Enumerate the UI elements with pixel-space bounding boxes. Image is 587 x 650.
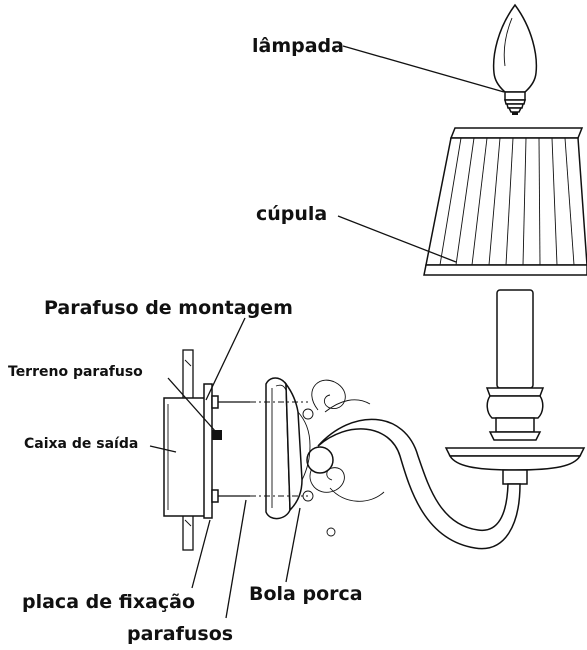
bulb: [492, 3, 538, 115]
label-caixa-saida: Caixa de saída: [24, 436, 138, 452]
wall-mounting: [163, 349, 314, 551]
label-terreno-parafuso: Terreno parafuso: [8, 364, 143, 380]
label-lampada: lâmpada: [252, 35, 344, 57]
lampshade: [423, 127, 587, 276]
label-placa-fixacao: placa de fixação: [22, 591, 195, 613]
label-bola-porca: Bola porca: [249, 583, 363, 605]
candle-column: [444, 289, 586, 485]
leader-lines: [149, 45, 505, 619]
backplate: [265, 377, 311, 520]
label-cupula: cúpula: [256, 203, 327, 225]
label-parafuso-montagem: Parafuso de montagem: [44, 297, 293, 319]
scroll-arm: [306, 379, 521, 550]
label-parafusos: parafusos: [127, 623, 233, 645]
